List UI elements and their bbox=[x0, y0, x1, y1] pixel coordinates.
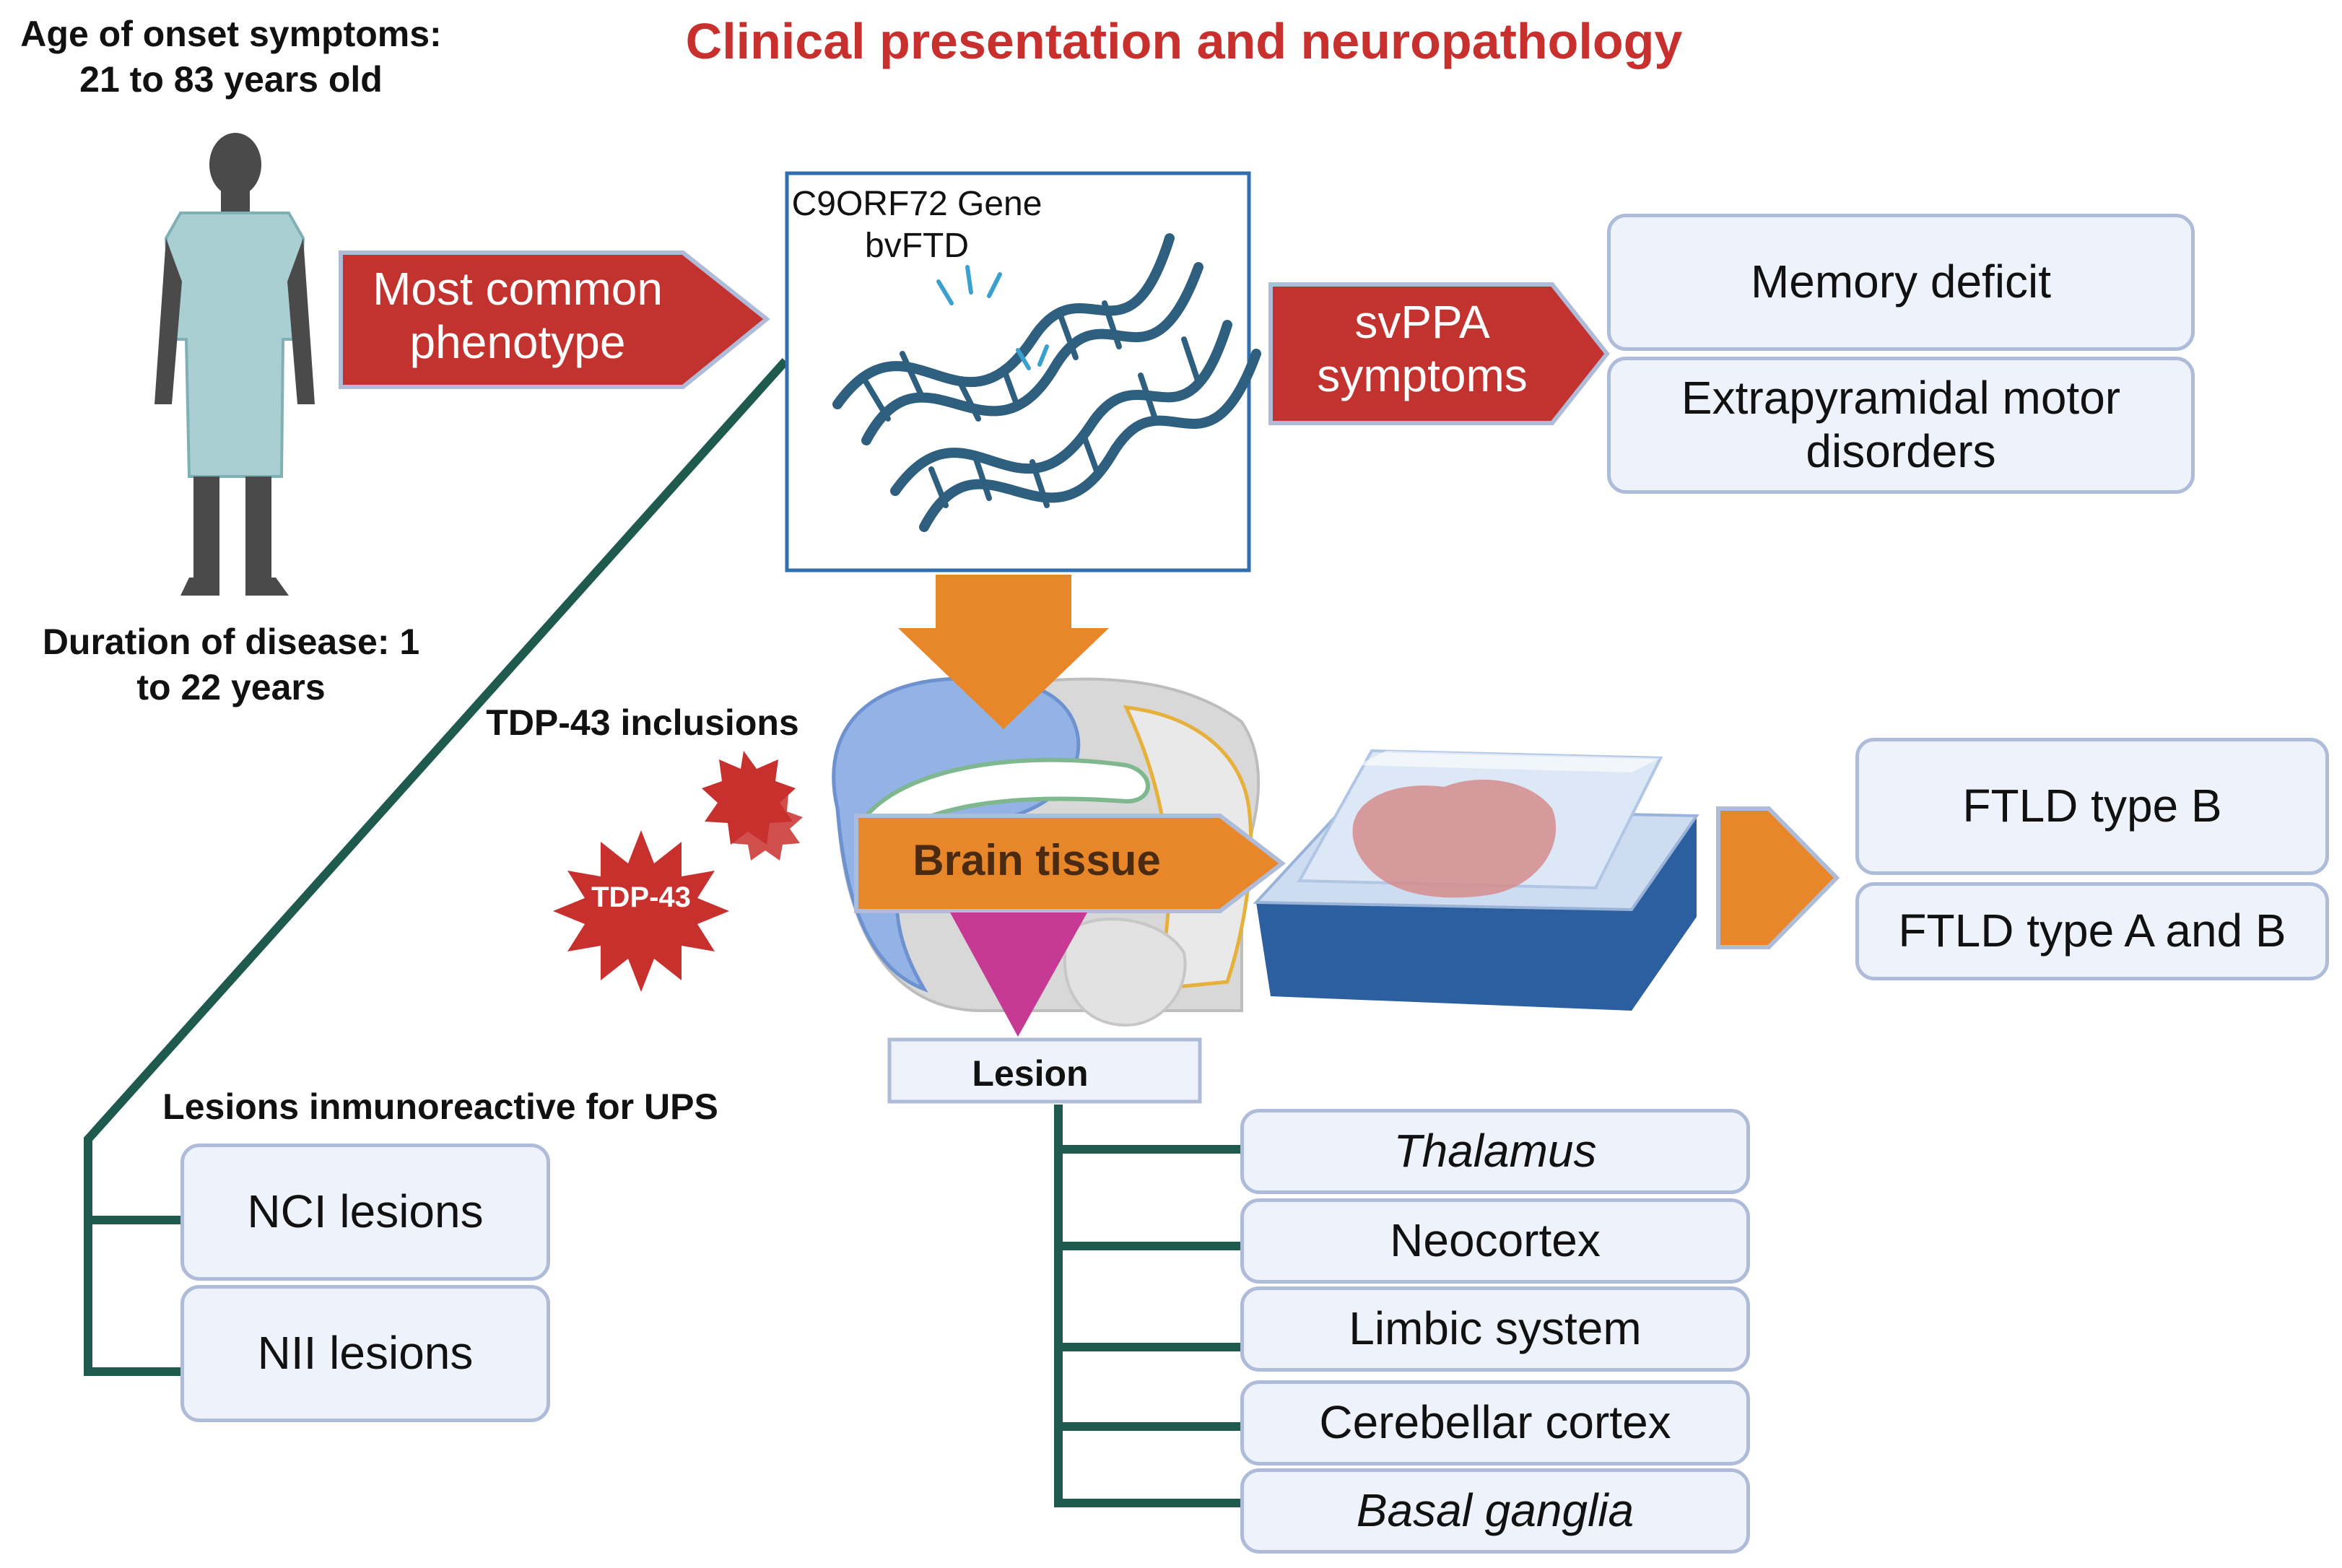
thalamus-label: Thalamus bbox=[1393, 1125, 1597, 1177]
cerebellar-cortex-label: Cerebellar cortex bbox=[1319, 1396, 1671, 1449]
gene-phenotype: bvFTD bbox=[865, 226, 969, 265]
tdp43-inclusion-star-2 bbox=[728, 787, 803, 861]
ftld-type-ab-box: FTLD type A and B bbox=[1855, 882, 2329, 980]
ftld-type-b-box: FTLD type B bbox=[1855, 738, 2329, 875]
lesion-connector-line bbox=[1054, 1105, 1243, 1507]
basal-ganglia-label: Basal ganglia bbox=[1356, 1484, 1634, 1537]
dna-icon bbox=[832, 233, 1261, 532]
ftld-type-b-label: FTLD type B bbox=[1962, 780, 2222, 832]
memory-deficit-box: Memory deficit bbox=[1607, 214, 2195, 351]
svppa-line-1: svPPA bbox=[1354, 296, 1490, 348]
limbic-system-label: Limbic system bbox=[1349, 1302, 1642, 1355]
gene-label: C9ORF72 Gene bvFTD bbox=[787, 183, 1047, 266]
slide-scanner-icon bbox=[1253, 749, 1699, 1011]
brain-tissue-label: Brain tissue bbox=[913, 836, 1161, 884]
svppa-arrow-shape bbox=[1268, 282, 1610, 425]
svppa-arrow-label: svPPA symptoms bbox=[1271, 296, 1574, 402]
lesion-region-cerebellar: Cerebellar cortex bbox=[1240, 1380, 1750, 1465]
nii-lesions-box: NII lesions bbox=[180, 1285, 550, 1422]
lesion-region-limbic: Limbic system bbox=[1240, 1286, 1750, 1372]
lesion-region-thalamus: Thalamus bbox=[1240, 1109, 1750, 1194]
duration-label: Duration of disease: 1 to 22 years bbox=[0, 619, 462, 710]
neocortex-label: Neocortex bbox=[1390, 1214, 1601, 1267]
phenotype-line-2: phenotype bbox=[409, 315, 626, 368]
lesion-down-arrow bbox=[950, 913, 1087, 1037]
phenotype-line-1: Most common bbox=[373, 263, 663, 315]
tdp43-inclusions-label: TDP-43 inclusions bbox=[486, 702, 799, 743]
svppa-line-2: symptoms bbox=[1317, 349, 1528, 401]
gene-name: C9ORF72 Gene bbox=[791, 185, 1042, 223]
gene-down-arrow bbox=[898, 575, 1109, 729]
onset-line-2: 21 to 83 years old bbox=[79, 58, 383, 100]
phenotype-arrow-label: Most common phenotype bbox=[341, 263, 695, 369]
page-title: Clinical presentation and neuropathology bbox=[685, 13, 1683, 69]
onset-line-1: Age of onset symptoms: bbox=[20, 14, 442, 54]
nci-lesions-label: NCI lesions bbox=[247, 1185, 484, 1238]
patient-figure bbox=[154, 133, 315, 596]
lesion-box-frame bbox=[887, 1037, 1202, 1104]
phenotype-arrow-shape bbox=[339, 251, 770, 389]
duration-line-1: Duration of disease: 1 bbox=[42, 622, 420, 662]
ftld-type-ab-label: FTLD type A and B bbox=[1898, 905, 2286, 957]
extrapyramidal-box: Extrapyramidal motor disorders bbox=[1607, 357, 2195, 494]
memory-deficit-label: Memory deficit bbox=[1750, 256, 2052, 308]
extrapyramidal-line-2: disorders bbox=[1806, 425, 1996, 477]
lesion-region-neocortex: Neocortex bbox=[1240, 1198, 1750, 1284]
lesion-label: Lesion bbox=[972, 1053, 1089, 1094]
duration-line-2: to 22 years bbox=[136, 666, 326, 707]
nii-lesions-label: NII lesions bbox=[257, 1327, 474, 1380]
ups-heading: Lesions inmunoreactive for UPS bbox=[162, 1086, 718, 1127]
ups-connector-line bbox=[84, 357, 789, 1376]
extrapyramidal-line-1: Extrapyramidal motor bbox=[1681, 372, 2121, 424]
tdp43-star bbox=[553, 830, 729, 992]
nci-lesions-box: NCI lesions bbox=[180, 1144, 550, 1281]
tdp43-star-label: TDP-43 bbox=[591, 881, 691, 913]
lesion-region-basal-ganglia: Basal ganglia bbox=[1240, 1468, 1750, 1554]
onset-label: Age of onset symptoms: 21 to 83 years ol… bbox=[0, 12, 462, 102]
brain-tissue-arrow-shape bbox=[854, 814, 1286, 913]
ftld-arrow bbox=[1716, 806, 1840, 949]
